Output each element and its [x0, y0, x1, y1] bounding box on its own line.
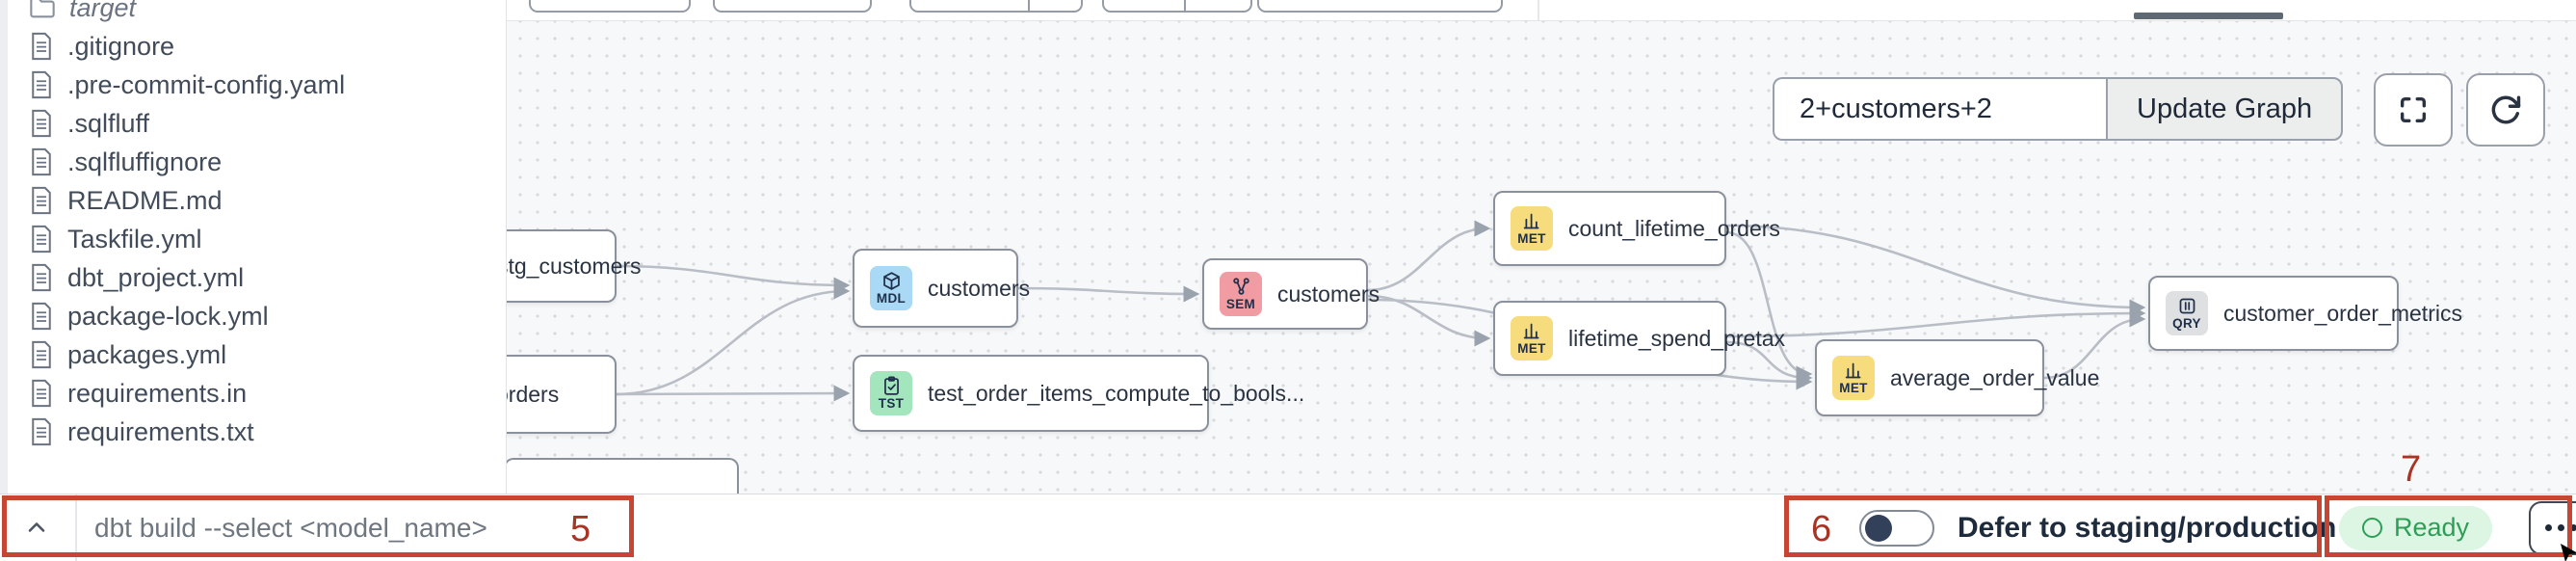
- tab-indicator: [2134, 13, 2283, 19]
- ellipsis-icon: [2544, 524, 2552, 531]
- more-options-button[interactable]: [2529, 500, 2576, 555]
- met-badge: MET: [1511, 206, 1553, 251]
- qry-badge: QRY: [2166, 291, 2208, 335]
- toggle-knob: [1865, 514, 1892, 542]
- graph-controls: Update Graph: [1773, 77, 2344, 141]
- file-item[interactable]: .sqlfluffignore: [0, 143, 506, 181]
- lineage-node-partial[interactable]: [504, 458, 739, 498]
- defer-toggle[interactable]: [1859, 509, 1934, 547]
- file-item[interactable]: requirements.in: [0, 374, 506, 413]
- status-label: Ready: [2394, 513, 2470, 542]
- refresh-button[interactable]: [2466, 73, 2545, 147]
- divider: [75, 494, 77, 561]
- met-badge: MET: [1511, 316, 1553, 361]
- status-badge[interactable]: Ready: [2339, 505, 2493, 550]
- sidebar-gutter: [0, 0, 8, 494]
- file-item[interactable]: dbt_project.yml: [0, 258, 506, 297]
- fullscreen-button[interactable]: [2374, 73, 2453, 147]
- folder-item-target[interactable]: target: [0, 0, 506, 27]
- mdl-badge: MDL: [870, 266, 912, 310]
- status-group: Ready: [2339, 494, 2576, 561]
- met-badge: MET: [1832, 356, 1875, 400]
- file-item[interactable]: Taskfile.yml: [0, 220, 506, 258]
- sem-badge: SEM: [1220, 272, 1262, 316]
- file-explorer-sidebar: target.gitignore.pre-commit-config.yaml.…: [0, 0, 507, 494]
- file-item[interactable]: .pre-commit-config.yaml: [0, 66, 506, 104]
- pane-divider: [1538, 0, 1539, 20]
- command-bar: Defer to staging/production Ready: [0, 494, 2576, 561]
- file-item[interactable]: README.md: [0, 181, 506, 220]
- toolbar-button-group-cutoff[interactable]: [909, 0, 1083, 13]
- refresh-icon: [2491, 95, 2521, 124]
- toolbar-button-cutoff[interactable]: [1257, 0, 1503, 13]
- dbt-command-input[interactable]: [92, 504, 597, 552]
- expand-panel-button[interactable]: [10, 508, 64, 547]
- tst-badge: TST: [870, 371, 912, 415]
- update-graph-button[interactable]: Update Graph: [2106, 77, 2344, 141]
- defer-label: Defer to staging/production: [1958, 511, 2337, 544]
- file-item[interactable]: .gitignore: [0, 27, 506, 66]
- toolbar-button-cutoff[interactable]: [713, 0, 872, 13]
- defer-control: Defer to staging/production: [1859, 494, 2392, 561]
- file-item[interactable]: requirements.txt: [0, 413, 506, 451]
- file-item[interactable]: packages.yml: [0, 335, 506, 374]
- status-circle-icon: [2362, 518, 2382, 538]
- file-item[interactable]: package-lock.yml: [0, 297, 506, 335]
- file-list: target.gitignore.pre-commit-config.yaml.…: [0, 0, 506, 451]
- toolbar-button-group-cutoff[interactable]: [1102, 0, 1252, 13]
- toolbar-button-cutoff[interactable]: [529, 0, 691, 13]
- lineage-selector-input[interactable]: [1773, 77, 2106, 141]
- file-item[interactable]: .sqlfluff: [0, 104, 506, 143]
- chevron-up-icon: [28, 522, 45, 532]
- fullscreen-icon: [2400, 96, 2427, 123]
